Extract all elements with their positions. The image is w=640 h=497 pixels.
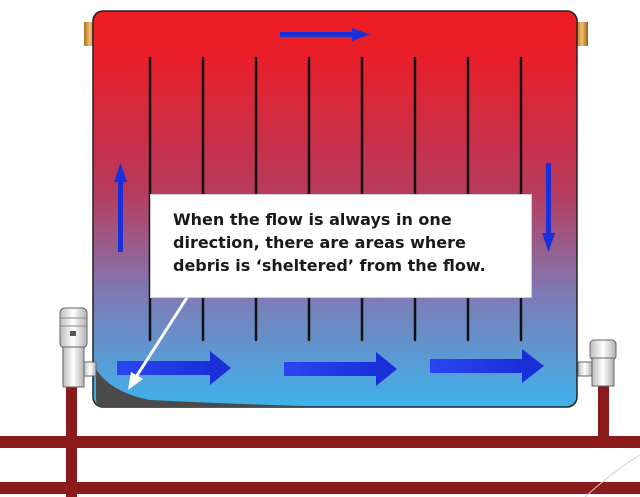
flow-arrow-icon xyxy=(280,28,370,41)
callout-line: direction, there are areas where xyxy=(173,233,466,252)
flow-arrow-icon xyxy=(114,163,127,252)
debris-sediment xyxy=(96,369,305,407)
pipes xyxy=(0,382,640,497)
callout-box: When the flow is always in one direction… xyxy=(150,194,532,298)
right-riser-pipe xyxy=(598,382,609,442)
right-bleed-cap xyxy=(576,22,588,46)
callout-line: debris is ‘sheltered’ from the flow. xyxy=(173,256,486,275)
flow-arrow-icon xyxy=(284,352,397,386)
flow-arrow-icon xyxy=(542,163,555,252)
radiator-valve-icon xyxy=(577,339,617,387)
callout-line: When the flow is always in one xyxy=(173,210,452,229)
lower-pipe xyxy=(0,482,640,494)
pointer-arrow-icon xyxy=(128,295,190,390)
left-riser-pipe xyxy=(66,385,77,497)
radiator-valve-icon xyxy=(59,307,97,388)
corner-curl-mark xyxy=(584,454,640,497)
upper-pipe xyxy=(0,436,640,448)
flow-arrow-icon xyxy=(430,349,544,383)
